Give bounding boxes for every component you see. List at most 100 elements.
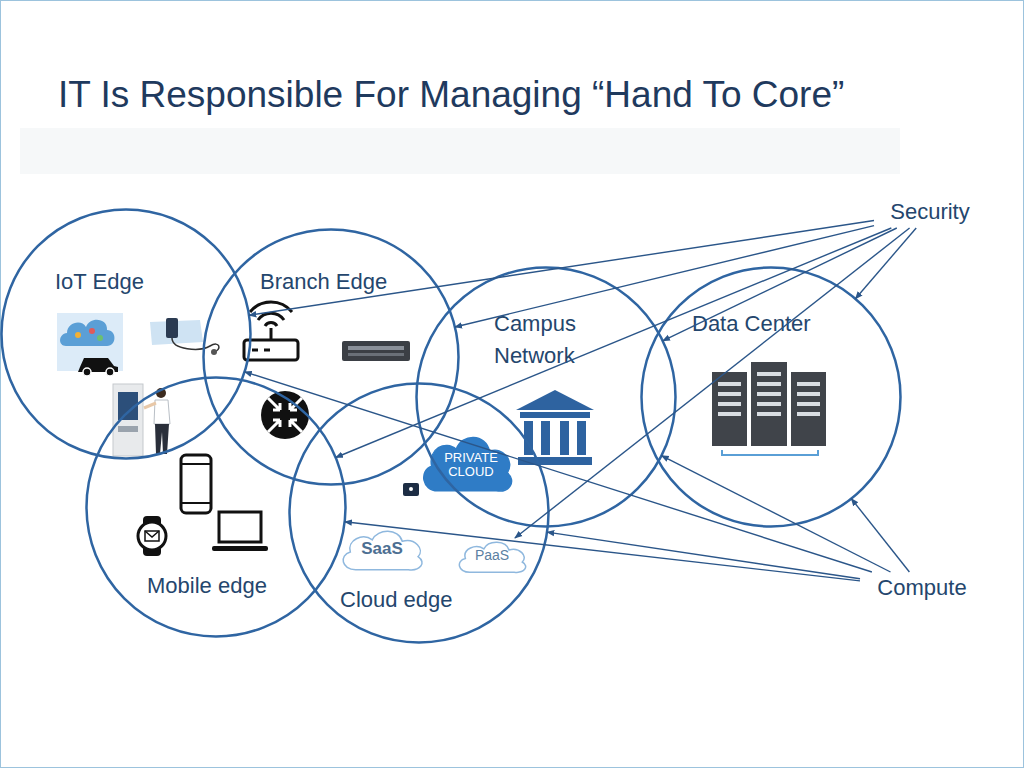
server-rack-icon-part-part	[797, 402, 820, 406]
server-rack-icon-part-part	[718, 392, 741, 396]
server-rack-icon-part-part	[718, 412, 741, 416]
smartwatch-icon-part	[145, 531, 159, 537]
iot-cloud-icon-part	[75, 332, 81, 338]
kiosk-person-icon-part	[118, 426, 138, 432]
network-switch-icon-part	[342, 341, 410, 361]
circle-outline	[642, 268, 901, 527]
medical-device-icon-part	[166, 318, 178, 338]
node-label: Mobile edge	[147, 570, 327, 602]
server-rack-icon-part-part	[718, 382, 741, 386]
kiosk-person-icon-part	[155, 424, 169, 454]
smartphone-icon-part	[181, 502, 211, 504]
server-rack-icon-part-part	[797, 412, 820, 416]
source-label: Compute	[860, 572, 984, 604]
server-rack-icon-part-part	[757, 392, 781, 396]
lock-icon-part	[409, 487, 413, 491]
server-rack-icon-part	[718, 372, 820, 416]
server-rack-icon-part-part	[797, 382, 820, 386]
wifi-router-icon-part	[244, 340, 298, 360]
server-rack-icon-part-part	[757, 382, 781, 386]
kiosk-person-icon-part	[113, 384, 143, 456]
lock-icon-part	[403, 483, 419, 496]
bank-building-icon-part	[577, 421, 586, 455]
node-label: Campus Network	[494, 308, 612, 372]
arrow-connector	[245, 372, 872, 572]
server-rack-icon-part-part	[757, 372, 781, 376]
bank-building-icon	[516, 390, 594, 465]
arrow-connector	[663, 228, 897, 341]
iot-cloud-icon	[57, 313, 123, 376]
network-switch-icon-part	[348, 353, 404, 356]
edge-circle: Mobile edge	[85, 376, 347, 638]
laptop-icon-part	[219, 512, 261, 542]
bank-building-icon-part	[560, 421, 569, 455]
smartphone-icon-part	[181, 455, 211, 513]
wifi-router-icon-part	[270, 328, 273, 340]
circle-outline	[417, 268, 676, 527]
node-label: Compute	[860, 572, 984, 604]
wifi-router-icon-part	[264, 349, 270, 352]
iot-cloud-icon-part	[89, 328, 95, 334]
wifi-router-icon-part	[252, 349, 258, 352]
diagram-title: IT Is Responsible For Managing “Hand To …	[58, 74, 978, 116]
bank-building-icon-part	[541, 421, 550, 455]
lock-icon	[401, 474, 421, 499]
datacenter-circle: Data Center	[640, 266, 902, 528]
iot-cloud-icon-part	[57, 313, 123, 371]
iot-cloud-icon-part	[60, 320, 114, 346]
title-smear	[20, 128, 900, 174]
server-rack-icon-part	[751, 362, 787, 446]
laptop-icon	[212, 512, 268, 551]
bank-building-icon-part	[516, 390, 594, 410]
lock-icon-part	[406, 474, 416, 484]
laptop-icon-part	[212, 546, 268, 551]
paas-cloud: PaaS	[455, 538, 529, 574]
arrow-connector	[336, 228, 892, 458]
server-rack-icon	[712, 362, 826, 455]
circle-outline	[640, 266, 902, 528]
wifi-router-icon-part	[250, 302, 292, 312]
circle-outline	[0, 208, 252, 460]
edge-circle: IoT Edge	[0, 208, 252, 460]
server-rack-icon-part	[722, 450, 818, 455]
wifi-router-icon-part	[258, 313, 284, 320]
arrow-connector	[455, 226, 874, 327]
node-label: PaaS	[455, 538, 529, 574]
wifi-router-icon-part	[265, 323, 277, 326]
network-switch-icon-part	[348, 346, 404, 350]
server-rack-icon-part-part	[797, 392, 820, 396]
node-label: Data Center	[692, 308, 862, 340]
router-symbol-part	[268, 398, 280, 410]
node-label: SaaS	[338, 526, 426, 572]
source-label: Security	[874, 196, 986, 228]
circle-outline	[2, 210, 251, 459]
kiosk-person-icon-part	[144, 403, 156, 408]
node-label: IoT Edge	[55, 266, 205, 298]
router-symbol-part	[268, 420, 280, 432]
smartwatch-icon-part	[145, 531, 159, 541]
router-symbol-part	[290, 420, 302, 432]
smartphone-icon-part	[181, 463, 211, 465]
arrow-connector	[515, 228, 910, 538]
arrow-connector	[662, 456, 891, 572]
network-switch-icon	[342, 341, 410, 361]
kiosk-person-icon-part	[154, 400, 170, 424]
bank-building-icon-part	[518, 457, 592, 465]
circle-outline	[87, 378, 346, 637]
iot-cloud-icon-part	[83, 368, 91, 376]
server-rack-icon-part	[712, 372, 747, 446]
medical-device-icon-part	[211, 349, 217, 355]
arrow-connector	[851, 499, 909, 572]
node-label: Cloud edge	[340, 584, 510, 616]
node-label: Security	[874, 196, 986, 228]
server-rack-icon-part-part	[757, 412, 781, 416]
iot-cloud-icon-part	[97, 335, 103, 341]
smartwatch-icon	[138, 516, 166, 556]
node-label: Branch Edge	[260, 266, 440, 298]
smartphone-icon	[181, 455, 211, 513]
server-rack-icon-part-part	[757, 402, 781, 406]
circle-outline	[85, 376, 347, 638]
smartwatch-icon-part	[138, 522, 166, 550]
bank-building-icon-part	[520, 412, 590, 418]
